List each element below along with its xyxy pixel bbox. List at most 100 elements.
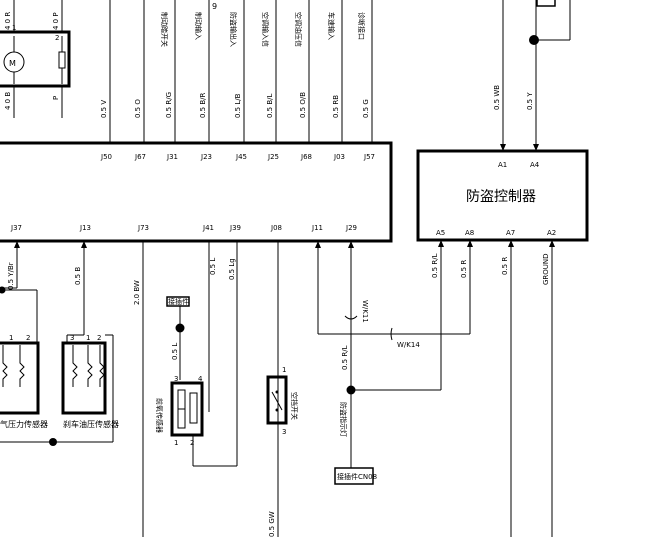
antitheft-wire-a4: 0.5 Y: [526, 92, 534, 110]
antitheft-wire-a1: 0.5 WB: [493, 85, 501, 110]
oxygen-pin-2: 2: [190, 439, 194, 447]
pressure-sensor-left: [0, 341, 40, 415]
resistor-icon: [58, 51, 66, 69]
fragment-number: 9: [212, 2, 217, 11]
wire-label-j68: 0.5 O/B: [299, 92, 307, 118]
func-label-j23: 制动输入: [194, 12, 203, 40]
pin-j39: J39: [229, 224, 241, 232]
pin-j45: J45: [235, 153, 247, 161]
antitheft-pin-a2: A2: [547, 229, 556, 237]
pin-j73: J73: [137, 224, 149, 232]
motor-pin-bottom-left: 4 0 B: [4, 92, 12, 110]
func-label-j45: 防盗输出入: [229, 12, 238, 47]
switch-pin-bottom: 3: [282, 428, 286, 436]
wire-label-j41: 0.5 L: [209, 258, 217, 275]
antitheft-wire-a5: 0.5 R/L: [431, 253, 439, 278]
motor-pin-num-1: 1: [12, 24, 16, 32]
antitheft-title: 防盗控制器: [466, 189, 536, 205]
pin-j41: J41: [202, 224, 214, 232]
antitheft-pin-a4: A4: [530, 161, 540, 169]
ground-node: [49, 438, 57, 446]
pin-j23: J23: [200, 153, 212, 161]
ecu-bottom-wires: [16, 241, 352, 537]
crossover-label-1: W/K11: [361, 300, 369, 323]
sensor-pin-5: 2: [97, 334, 101, 342]
oxygen-pin-4: 4: [198, 375, 203, 383]
antitheft-pin-a1: A1: [498, 161, 507, 169]
sensor-pin-2: 2: [26, 334, 30, 342]
antitheft-pin-a8: A8: [465, 229, 474, 237]
crossovers: W/K11 W/K14: [318, 300, 470, 395]
pin-j31: J31: [166, 153, 178, 161]
sensor-pin-3: 3: [70, 334, 74, 342]
wire-label-j31: 0.5 R/G: [165, 92, 173, 118]
neutral-switch-body: [266, 375, 288, 425]
wire-label-j39: 0.5 Lg: [228, 258, 236, 280]
led-indicator: 防盗指示灯 接插件CN08: [334, 402, 377, 485]
crossover-arc-1: [344, 315, 358, 320]
neutral-switch: 1 3 空挡开关: [266, 366, 299, 436]
motor-pin-top-left: 4 0 R: [4, 12, 12, 30]
wire-label-j50: 0.5 V: [100, 100, 108, 118]
wire-label-j29: 0.5 R/L: [341, 345, 349, 370]
pin-j50: J50: [100, 153, 112, 161]
func-label-j03: 车速输入: [327, 12, 336, 40]
oxygen-connector-tag: [166, 296, 190, 307]
oxygen-pin-3: 3: [174, 375, 178, 383]
led-connector: [334, 467, 374, 485]
func-label-j57: 诊断接口: [357, 12, 366, 40]
pin-j11: J11: [311, 224, 323, 232]
oxygen-sensor-body: [170, 381, 204, 437]
pin-j57: J57: [363, 153, 375, 161]
pin-j67: J67: [134, 153, 146, 161]
antitheft-pin-a5: A5: [436, 229, 445, 237]
wire-label-j23: 0.5 B/R: [199, 92, 207, 118]
motor-pin-bottom-right: P: [52, 96, 60, 100]
oxygen-connector-label: 接插件: [168, 297, 189, 306]
pin-j68: J68: [300, 153, 312, 161]
sensor-pin-1: 1: [9, 334, 13, 342]
sensors: 1 2 3 1 2 大气压力传感器 刹车油压传感器: [0, 286, 119, 446]
neutral-switch-label: 空挡开关: [290, 392, 299, 420]
switch-pin-top: 1: [282, 366, 286, 374]
pin-j03: J03: [333, 153, 345, 161]
sensor-pin-4: 1: [86, 334, 90, 342]
pin-j37: J37: [10, 224, 22, 232]
wire-label-j37: 0.5 Y/Br: [7, 262, 15, 290]
func-label-j68: 空调油压信: [294, 12, 303, 47]
oxygen-pin-1: 1: [174, 439, 178, 447]
led-connector-label: 接插件CN08: [337, 472, 377, 481]
wire-label-j03: 0.5 RB: [332, 95, 340, 118]
motor-symbol: M: [9, 59, 16, 68]
pin-j25: J25: [267, 153, 279, 161]
pin-j08: J08: [270, 224, 282, 232]
func-label-j25: 空调输入信: [261, 12, 270, 47]
motor-frame: [0, 30, 71, 88]
antitheft-wire-a2: GROUND: [542, 253, 550, 285]
crossover-label-2: W/K14: [397, 341, 420, 349]
ecu-box: [0, 141, 393, 243]
antitheft-wire-a7: 0.5 R: [501, 257, 509, 275]
wire-label-j13: 0.5 B: [74, 267, 82, 285]
motor-pin-num-2: 2: [55, 34, 59, 42]
oxygen-label: 前氧传感器: [155, 398, 164, 433]
top-right-fragment-box: [536, 0, 556, 7]
motor-block: M 1 2 4 0 R 4 0 P 4 0 B P: [0, 0, 71, 118]
oxygen-sensor: 接插件 0.5 L 3 4 1 2 前氧传感器: [155, 296, 237, 467]
oxygen-wire-label: 0.5 L: [171, 343, 179, 360]
pin-j29: J29: [345, 224, 357, 232]
crossover-arc-2: [390, 327, 393, 341]
pressure-sensor-right: [61, 341, 107, 415]
func-label-j31: 制动踏开关: [160, 12, 169, 47]
ecu-top-wires: [109, 0, 373, 143]
antitheft-pin-a7: A7: [506, 229, 515, 237]
wire-label-j73: 2.0 BW: [133, 280, 141, 305]
pressure-sensor-right-label: 刹车油压传感器: [63, 419, 119, 429]
motor-pin-top-right: 4 0 P: [52, 12, 60, 30]
led-label: 防盗指示灯: [339, 402, 348, 437]
wire-label-j25: 0.5 B/L: [266, 93, 274, 118]
antitheft-controller: 防盗控制器 A1 A4 A5 A8 A7 A2 0.5 WB 0.5 Y 0.5…: [416, 0, 589, 537]
pin-j13: J13: [79, 224, 91, 232]
wire-label-j45: 0.5 L/B: [234, 93, 242, 118]
